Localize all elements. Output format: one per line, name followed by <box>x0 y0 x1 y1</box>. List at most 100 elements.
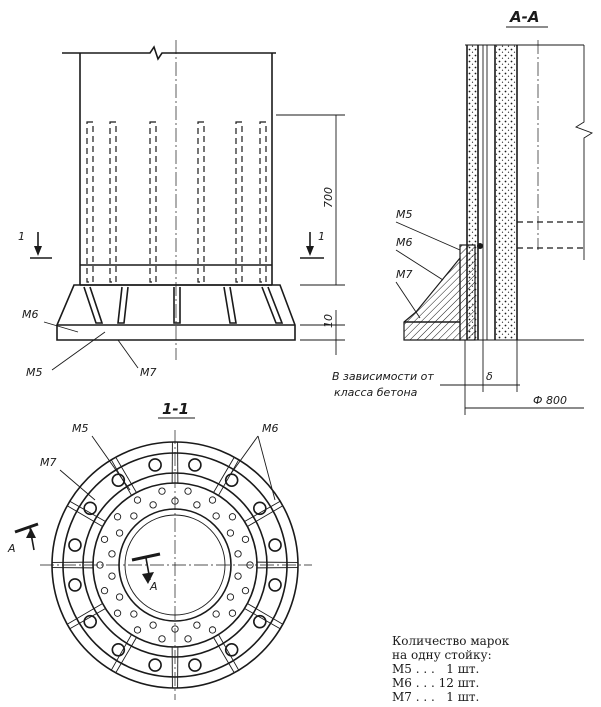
label-m7-section: М7 <box>396 268 413 281</box>
rib-edge <box>213 456 235 493</box>
rebar-point <box>212 610 220 618</box>
rebar-point <box>100 535 109 543</box>
rebar-point <box>130 610 138 618</box>
rebar-point <box>234 572 242 580</box>
rebar-point <box>158 487 166 495</box>
rebar-point <box>108 572 116 580</box>
rebar-point <box>96 561 104 569</box>
rebar-point <box>234 550 242 558</box>
rebar-point <box>133 496 142 504</box>
rib-edge <box>244 500 281 522</box>
rib-m6-section <box>403 256 461 341</box>
bolt-hole <box>83 614 97 629</box>
bolt-hole <box>148 458 162 472</box>
label-m6-plan: М6 <box>262 422 279 435</box>
rebar-point <box>226 529 235 537</box>
svg-text:1: 1 <box>318 230 325 243</box>
rebar-point <box>149 621 157 629</box>
rebar-point <box>158 635 166 643</box>
flange-outer <box>51 441 299 689</box>
concrete-fill <box>467 45 517 340</box>
delta-label: δ <box>486 370 493 383</box>
rebar-point <box>108 550 116 558</box>
rebar-point <box>228 609 237 617</box>
rib-edge <box>115 456 137 493</box>
quantity-row-m5: М5 . . . 1 шт. <box>392 662 480 676</box>
bolt-hole <box>253 614 267 629</box>
bolt-hole <box>148 658 162 672</box>
bolt-hole <box>268 538 282 552</box>
inner-rebar-points <box>96 487 254 643</box>
rebar-slots <box>86 121 267 283</box>
rebar-point <box>115 529 124 537</box>
rebar-point <box>246 561 254 569</box>
rebar-point <box>212 512 220 520</box>
rib-edge <box>115 637 137 674</box>
rebar-point <box>228 513 237 521</box>
bolt-hole <box>224 643 239 657</box>
label-m6-section: М6 <box>396 236 413 249</box>
plan-11-view: 1-1 М5 М7 М6 А А <box>7 400 312 700</box>
bolt-holes <box>68 458 282 672</box>
bolt-hole <box>68 538 82 552</box>
section-mark-a-right: А <box>131 552 161 593</box>
rebar-point <box>100 587 109 595</box>
rib-edge <box>66 603 103 625</box>
break-line <box>62 45 276 61</box>
label-m7-plan: М7 <box>40 456 57 469</box>
rib-edge <box>218 459 240 496</box>
bolt-hole <box>111 643 126 657</box>
label-m6-elevation: М6 <box>22 308 39 321</box>
bolt-hole <box>188 658 202 672</box>
rib-edge <box>247 505 284 527</box>
section-11-title: 1-1 <box>162 400 189 418</box>
section-cut-1-left: 1 <box>18 230 52 259</box>
elevation-view: 700 10 1 1 М6 М5 М7 <box>18 40 345 379</box>
rebar-point <box>113 609 122 617</box>
rib-edge <box>244 608 281 630</box>
bolt-hole <box>188 458 202 472</box>
rib-edge <box>218 634 240 671</box>
rebar-point <box>133 626 142 634</box>
label-m5-section: М5 <box>396 208 413 221</box>
plate-m5-section <box>459 244 476 341</box>
diameter-label: Ф 800 <box>533 394 567 407</box>
rebar-point <box>226 593 235 601</box>
rebar-point <box>184 635 192 643</box>
rib-edge <box>213 637 235 674</box>
quantity-row-m7: М7 . . . 1 шт. <box>392 690 480 704</box>
rib-edge <box>69 500 106 522</box>
bolt-hole <box>224 473 239 487</box>
rebar-point <box>115 593 124 601</box>
rebar-point <box>171 497 179 505</box>
rebar-point <box>113 513 122 521</box>
rib-edge <box>247 603 284 625</box>
rebar-point <box>241 535 250 543</box>
section-aa-title: А-А <box>509 8 539 26</box>
note-line-1: В зависимости от <box>332 370 434 383</box>
bolt-hole <box>268 578 282 592</box>
label-m5-elevation: М5 <box>26 366 43 379</box>
svg-text:А: А <box>149 580 158 593</box>
bolt-hole <box>83 501 97 516</box>
rib-edge <box>110 634 132 671</box>
bolt-hole <box>253 501 267 516</box>
dim-700-label: 700 <box>322 187 335 208</box>
svg-text:1: 1 <box>18 230 25 243</box>
rebar-point <box>130 512 138 520</box>
bolt-hole <box>68 578 82 592</box>
label-m5-plan: М5 <box>72 422 89 435</box>
section-cut-1-right: 1 <box>300 230 325 259</box>
quantity-row-m6: М6 . . . 12 шт. <box>392 676 480 690</box>
svg-text:А: А <box>7 542 16 555</box>
column-inner <box>118 508 232 622</box>
quantity-title-1: Количество марок <box>392 634 510 648</box>
section-aa-view: А-А <box>332 8 594 415</box>
stiffener-ribs <box>83 286 284 324</box>
rib-edge <box>69 608 106 630</box>
rebar-point <box>241 587 250 595</box>
quantity-title-2: на одну стойку: <box>392 648 492 662</box>
dim-10-label: 10 <box>322 314 335 328</box>
rebar-point <box>193 501 201 509</box>
rebar-point <box>171 625 179 633</box>
